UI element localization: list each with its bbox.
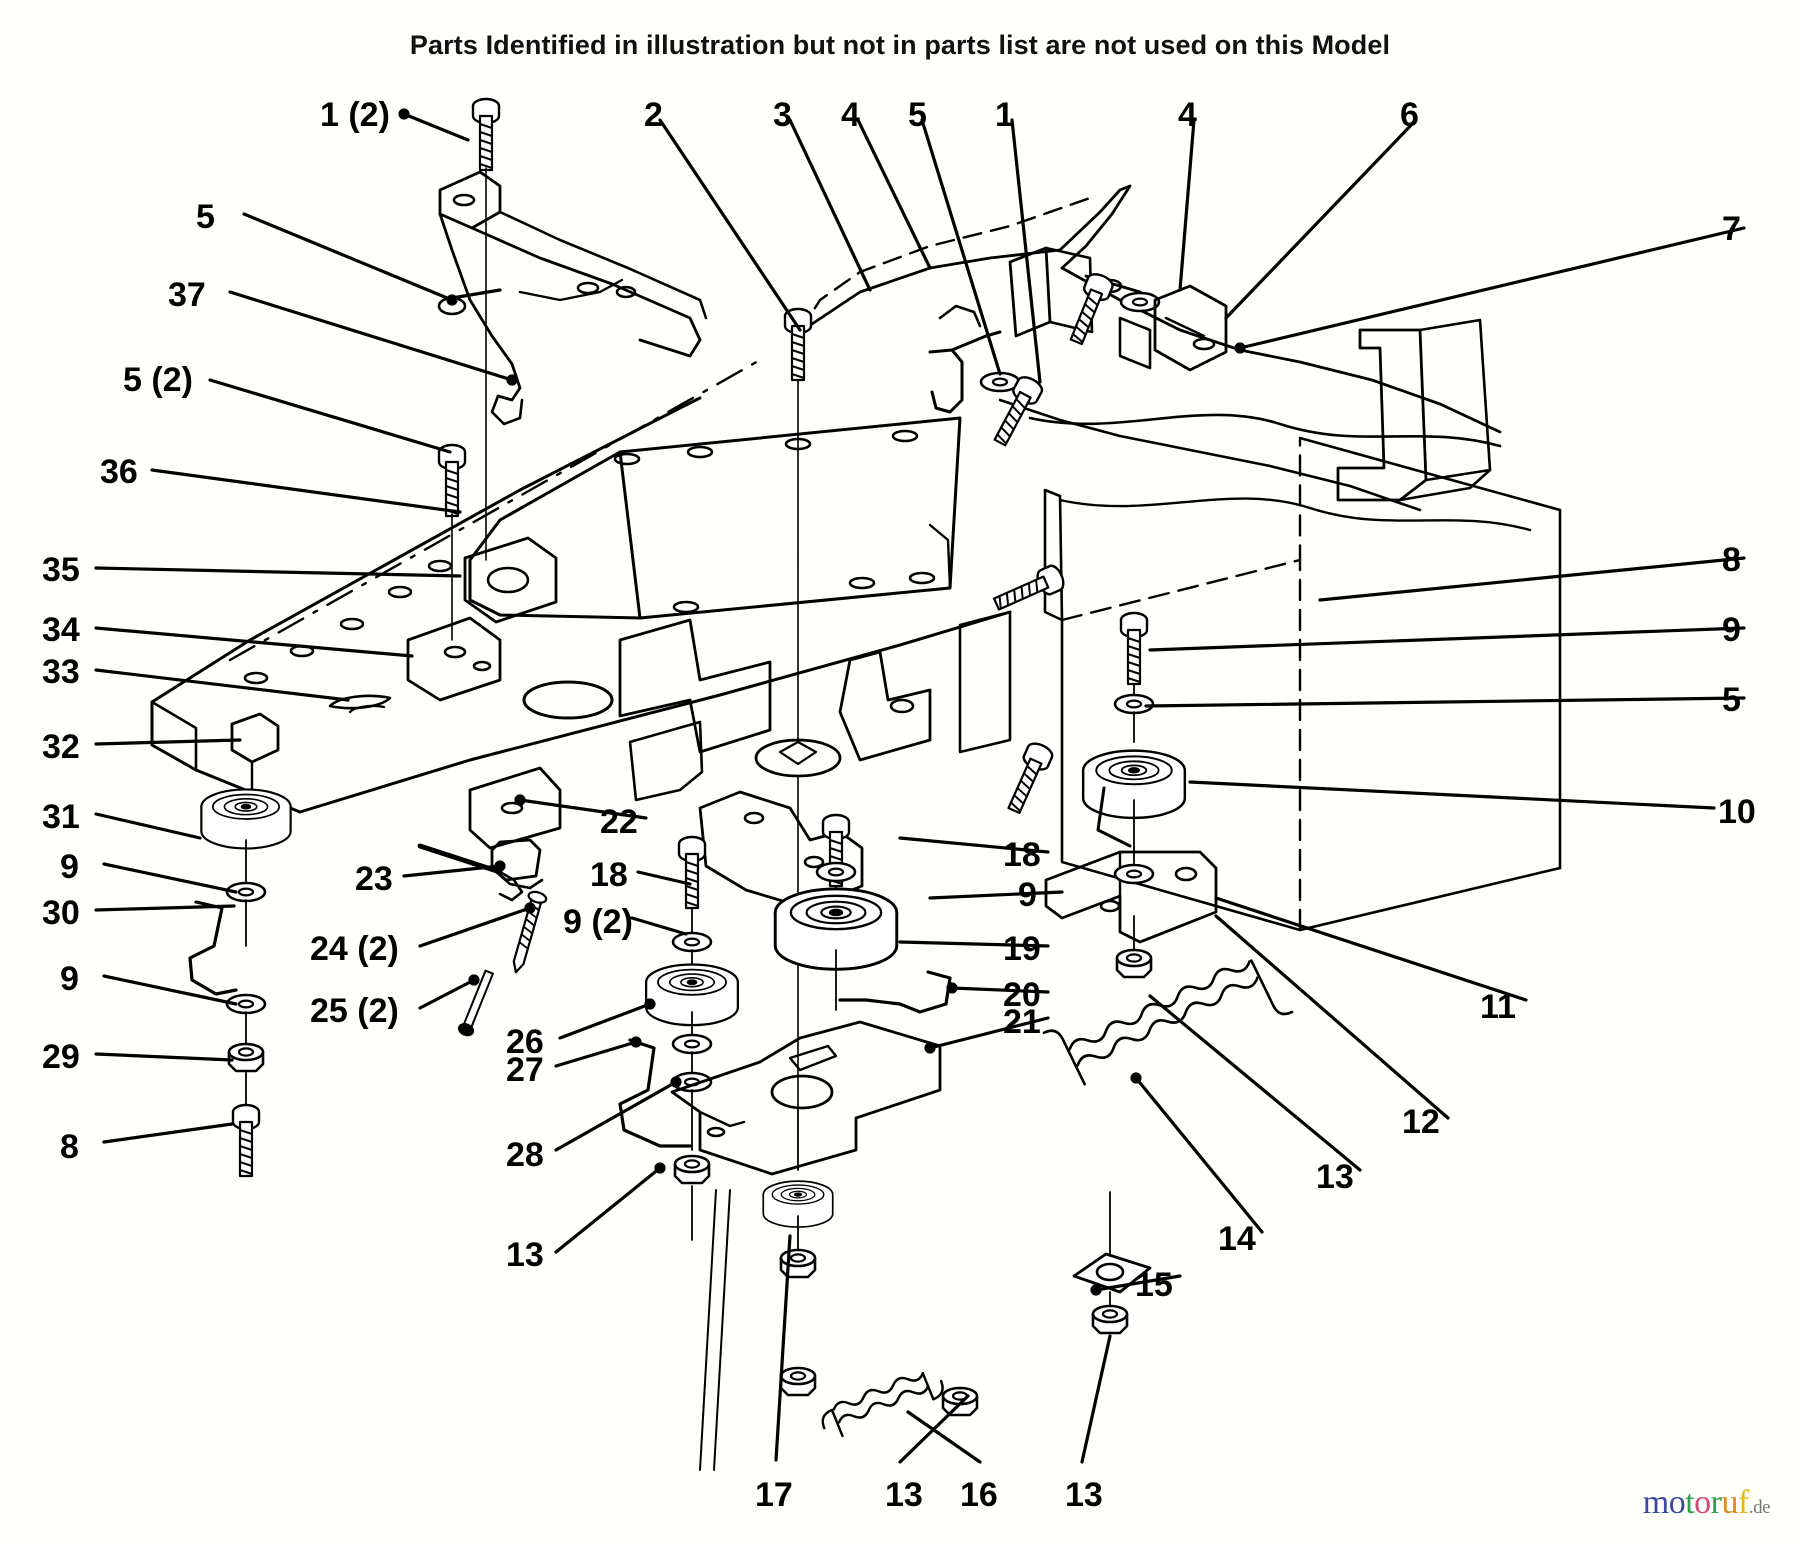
- chassis-frame: [150, 358, 1012, 850]
- callout-16: 16: [960, 1476, 998, 1514]
- callout-14: 14: [1218, 1220, 1256, 1258]
- callout-4: 4: [841, 96, 860, 134]
- callout-34: 34: [42, 611, 80, 649]
- callout-33: 33: [42, 653, 80, 691]
- callout-13-b: 13: [506, 1236, 544, 1274]
- callout-5-right: 5: [1722, 681, 1741, 719]
- callout-12: 12: [1402, 1103, 1440, 1141]
- callout-8: 8: [60, 1128, 79, 1166]
- left-idler-stack: [188, 712, 292, 1178]
- callout-20: 20: [1003, 976, 1041, 1014]
- callout-1: 1: [995, 96, 1014, 134]
- callout-6: 6: [1400, 96, 1419, 134]
- callout-25-2: 25 (2): [310, 992, 399, 1030]
- callout-7: 7: [1722, 210, 1741, 248]
- callout-18-r: 18: [1003, 836, 1041, 874]
- callout-19: 19: [1003, 930, 1041, 968]
- callout-9-right: 9: [1722, 611, 1741, 649]
- callout-13-c: 13: [885, 1476, 923, 1514]
- callout-9-a: 9: [60, 848, 79, 886]
- callout-28: 28: [506, 1136, 544, 1174]
- callout-9-2: 9 (2): [563, 903, 633, 941]
- callout-2: 2: [644, 96, 663, 134]
- callout-13-d: 13: [1065, 1476, 1103, 1514]
- leader-lines: [94, 108, 1746, 1464]
- callout-35: 35: [42, 551, 80, 589]
- center-right-idler: [670, 813, 952, 1279]
- callout-9-b: 9: [60, 960, 79, 998]
- callout-5: 5: [908, 96, 927, 134]
- watermark-suffix: .de: [1748, 1497, 1771, 1518]
- callout-27: 27: [506, 1051, 544, 1089]
- upper-left-lever-bracket: [437, 97, 708, 641]
- callout-30: 30: [42, 894, 80, 932]
- right-idler-assembly: [989, 561, 1218, 979]
- callout-26: 26: [506, 1023, 544, 1061]
- callout-24-2: 24 (2): [310, 930, 399, 968]
- callout-36: 36: [100, 453, 138, 491]
- callout-8-right: 8: [1722, 541, 1741, 579]
- callout-9-r: 9: [1018, 876, 1037, 914]
- callout-29: 29: [42, 1038, 80, 1076]
- callout-31: 31: [42, 798, 80, 836]
- site-watermark: motoruf.de: [1642, 1484, 1771, 1522]
- page-title: Parts Identified in illustration but not…: [409, 30, 1391, 60]
- callout-22: 22: [600, 803, 638, 841]
- callout-4-b: 4: [1178, 96, 1197, 134]
- callout-11: 11: [1480, 988, 1516, 1026]
- callout-5-left: 5: [196, 198, 215, 236]
- callout-32: 32: [42, 728, 80, 766]
- watermark-name: motoruf: [1642, 1484, 1750, 1521]
- callout-5-2: 5 (2): [123, 361, 193, 399]
- callout-23: 23: [355, 860, 393, 898]
- callout-15: 15: [1135, 1266, 1173, 1304]
- callout-3: 3: [773, 96, 792, 134]
- callout-21: 21: [1003, 1003, 1041, 1041]
- callout-13-a: 13: [1316, 1158, 1354, 1196]
- center-idler-assembly: [618, 790, 864, 1471]
- callout-17: 17: [755, 1476, 793, 1514]
- callout-18: 18: [590, 856, 628, 894]
- springs-and-plates: [779, 959, 1294, 1438]
- callout-37: 37: [168, 276, 206, 314]
- callout-10: 10: [1718, 793, 1756, 831]
- callout-1-2: 1 (2): [320, 96, 390, 134]
